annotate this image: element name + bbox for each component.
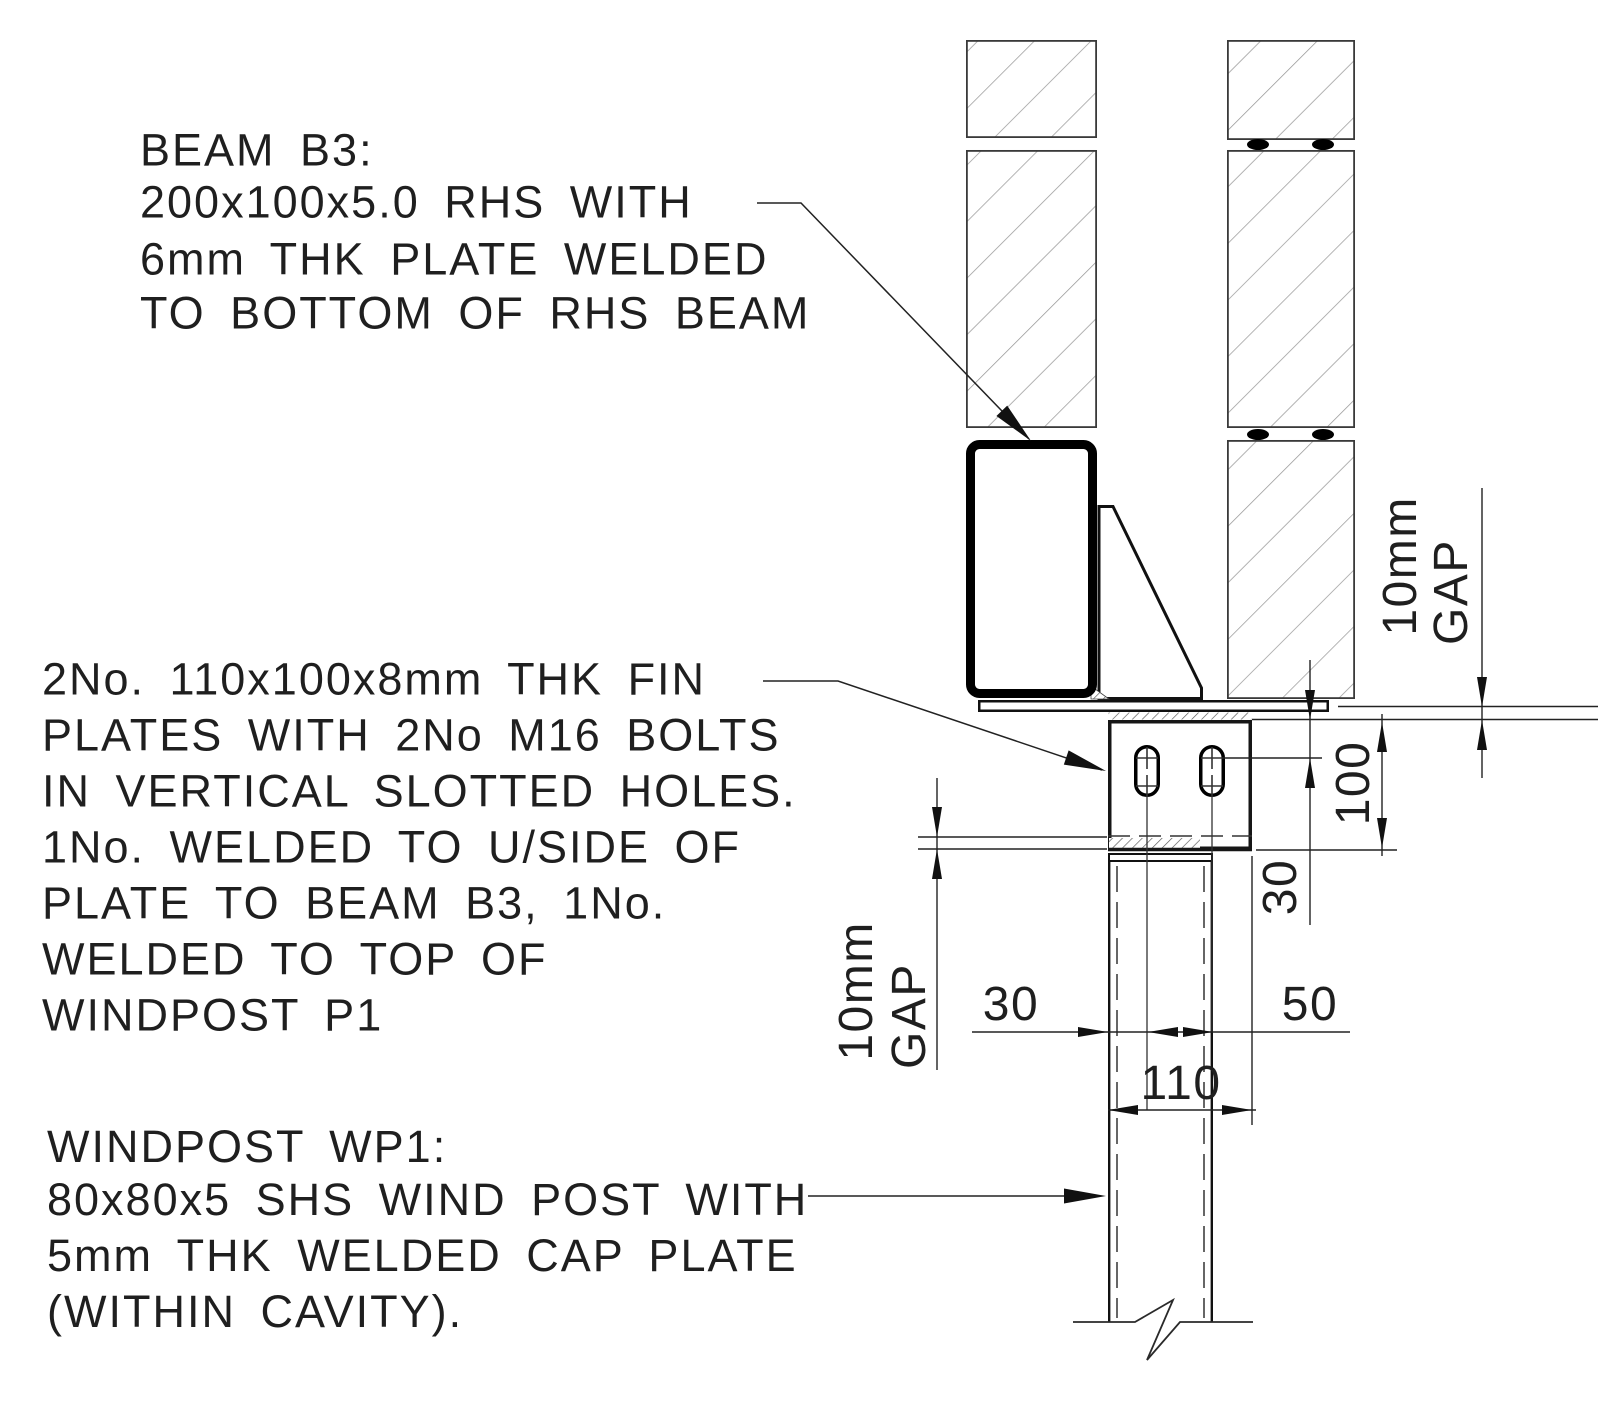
dim-edge-to-bolt: 30 bbox=[983, 978, 1039, 1031]
bolt-centre-marks bbox=[1136, 747, 1223, 797]
dimension-arrows bbox=[932, 677, 1487, 1115]
note-line: 2No. 110x100x8mm THK FIN bbox=[42, 654, 706, 705]
dim-gap-right-line2: GAP bbox=[1425, 539, 1478, 645]
break-line bbox=[1073, 1297, 1253, 1361]
note-line: BEAM B3: bbox=[140, 125, 374, 176]
note-line: WINDPOST P1 bbox=[42, 990, 383, 1041]
leader-lines bbox=[757, 202, 1103, 1197]
leader-fin-note bbox=[763, 680, 1103, 771]
masonry-block bbox=[966, 40, 1098, 138]
note-line: 200x100x5.0 RHS WITH bbox=[140, 177, 693, 228]
beam-b3-rhs bbox=[966, 440, 1097, 698]
dim-fin-width: 110 bbox=[1140, 1057, 1221, 1110]
cap-plate-5mm bbox=[1108, 853, 1213, 862]
note-line: (WITHIN CAVITY). bbox=[47, 1286, 463, 1337]
dim-gap-left-line1: 10mm bbox=[830, 921, 883, 1060]
gusset-plate bbox=[1097, 505, 1203, 700]
note-beam-b3: BEAM B3: 200x100x5.0 RHS WITH 6mm THK PL… bbox=[140, 125, 810, 339]
masonry-block bbox=[1227, 40, 1356, 140]
masonry-block bbox=[966, 149, 1098, 429]
wall-tie bbox=[1247, 139, 1269, 150]
wall-tie bbox=[1312, 429, 1334, 440]
outer-masonry-leaf bbox=[966, 40, 1098, 429]
note-line: 80x80x5 SHS WIND POST WITH bbox=[47, 1174, 808, 1225]
bottom-plate-6mm bbox=[978, 700, 1329, 712]
masonry-block bbox=[1227, 439, 1356, 700]
note-line: 6mm THK PLATE WELDED bbox=[140, 234, 768, 285]
note-line: PLATES WITH 2No M16 BOLTS bbox=[42, 710, 781, 761]
note-line: 1No. WELDED TO U/SIDE OF bbox=[42, 822, 741, 873]
leader-beam-note bbox=[757, 202, 1030, 440]
dim-bolt-spacing: 50 bbox=[1282, 978, 1338, 1031]
note-line: TO BOTTOM OF RHS BEAM bbox=[140, 288, 810, 339]
dim-fin-height: 100 bbox=[1327, 741, 1380, 826]
note-fin-plates: 2No. 110x100x8mm THK FIN PLATES WITH 2No… bbox=[42, 654, 797, 1041]
fin-plate bbox=[1108, 720, 1252, 850]
wall-tie bbox=[1312, 139, 1334, 150]
note-windpost-wp1: WINDPOST WP1: 80x80x5 SHS WIND POST WITH… bbox=[47, 1121, 808, 1337]
dim-plate-to-bolt: 30 bbox=[1254, 859, 1307, 915]
leader-arrowheads bbox=[996, 405, 1106, 1204]
note-line: WINDPOST WP1: bbox=[47, 1121, 447, 1172]
note-line: 5mm THK WELDED CAP PLATE bbox=[47, 1230, 798, 1281]
weld-bottom bbox=[1109, 838, 1200, 849]
note-line: WELDED TO TOP OF bbox=[42, 934, 547, 985]
inner-masonry-leaf bbox=[1227, 40, 1356, 700]
note-line: PLATE TO BEAM B3, 1No. bbox=[42, 878, 666, 929]
weld-top bbox=[1108, 712, 1252, 720]
masonry-block bbox=[1227, 149, 1356, 429]
dim-gap-left-line2: GAP bbox=[883, 963, 936, 1069]
note-line: IN VERTICAL SLOTTED HOLES. bbox=[42, 766, 797, 817]
dim-gap-right-line1: 10mm bbox=[1374, 496, 1427, 635]
wall-tie bbox=[1247, 429, 1269, 440]
